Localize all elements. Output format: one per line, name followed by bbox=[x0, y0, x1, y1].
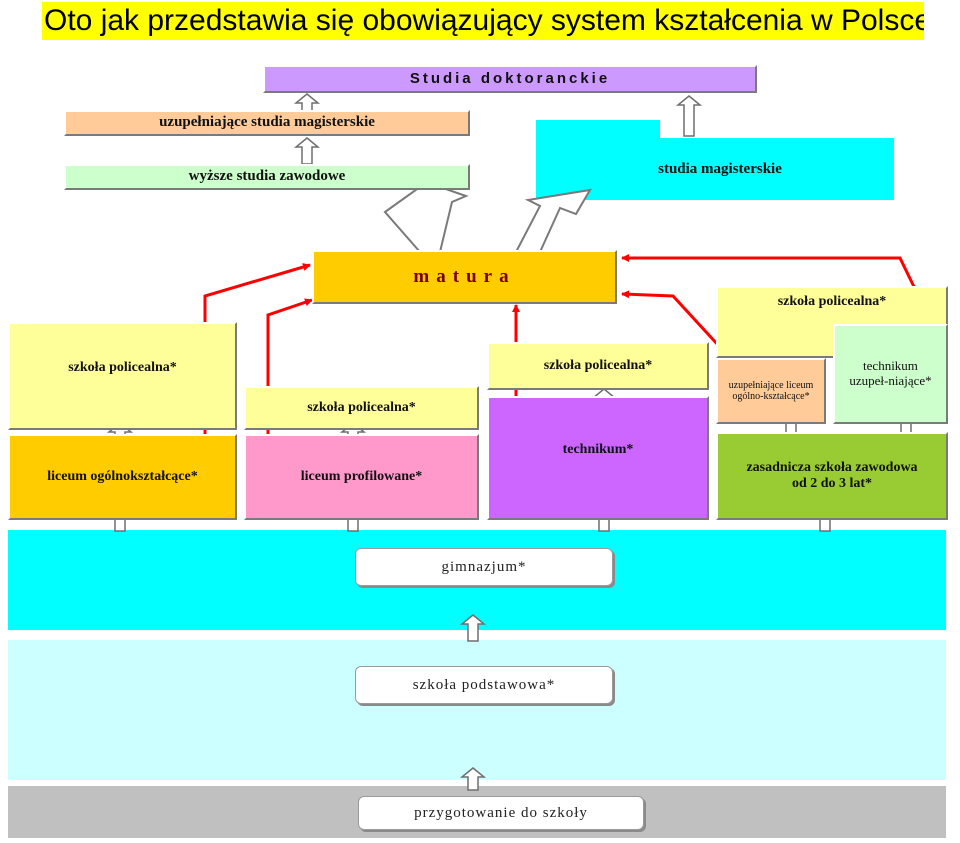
box-technikum: technikum* bbox=[487, 396, 709, 520]
box-studia-doktoranckie: Studia doktoranckie bbox=[263, 65, 757, 93]
box-technikum-uzup: technikum uzupeł-niające* bbox=[833, 324, 948, 424]
box-zasadnicza: zasadnicza szkoła zawodowa od 2 do 3 lat… bbox=[716, 432, 948, 520]
box-liceum-ogolnoksztalcace: liceum ogólnokształcące* bbox=[8, 434, 237, 520]
box-policealna-tech: szkoła policealna* bbox=[487, 342, 709, 390]
box-policealna-left: szkoła policealna* bbox=[8, 322, 237, 430]
box-matura: matura bbox=[312, 250, 617, 304]
up-arrow-icon bbox=[459, 767, 487, 791]
box-wyzsze-zawodowe: wyższe studia zawodowe bbox=[64, 164, 470, 190]
box-uzupelniajace-magisterskie: uzupełniające studia magisterskie bbox=[64, 110, 470, 136]
up-arrow-icon bbox=[675, 95, 703, 137]
box-policealna-profil: szkoła policealna* bbox=[244, 386, 479, 430]
up-arrow-icon bbox=[459, 614, 487, 642]
box-gimnazjum: gimnazjum* bbox=[355, 548, 613, 586]
arrow-to-magisterskie-icon bbox=[514, 188, 592, 253]
box-uzup-liceum: uzupełniające liceum ogólno-kształcące* bbox=[716, 358, 826, 424]
page-title: Oto jak przedstawia się obowiązujący sys… bbox=[42, 2, 924, 40]
primary-school-band bbox=[8, 640, 946, 780]
box-podstawowa: szkoła podstawowa* bbox=[355, 666, 613, 704]
box-przygotowanie: przygotowanie do szkoły bbox=[358, 796, 644, 830]
red-arrow-uzup-liceum-icon bbox=[621, 290, 732, 360]
box-liceum-profilowane: liceum profilowane* bbox=[244, 434, 479, 520]
studia-magisterskie-shape bbox=[536, 120, 894, 200]
box-studia-magisterskie: studia magisterskie bbox=[658, 161, 782, 178]
up-arrow-icon bbox=[293, 137, 321, 165]
